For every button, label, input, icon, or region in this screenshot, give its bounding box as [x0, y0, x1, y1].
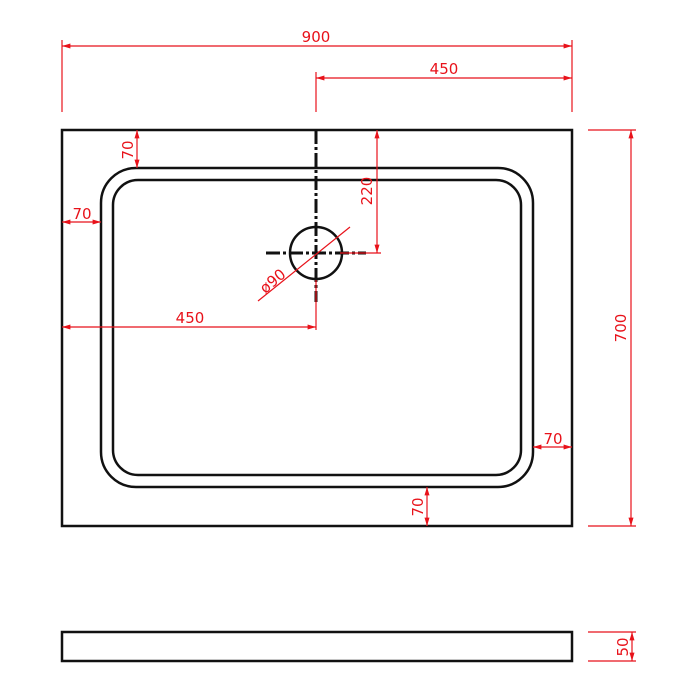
dim-label: 50: [614, 637, 632, 656]
dim-waste-from-left: 450: [62, 280, 317, 330]
dim-rim-top: 70: [119, 130, 140, 168]
dim-overall-length: 700: [588, 129, 636, 527]
dim-rim-right: 70: [533, 430, 572, 450]
dim-waste-offset-top: 450: [315, 60, 572, 112]
dim-label: 450: [430, 60, 459, 78]
dim-height: 50: [588, 631, 636, 662]
dim-label: 450: [176, 309, 205, 327]
dim-waste-diameter: ø90: [256, 226, 351, 302]
dim-rim-bottom: 70: [409, 487, 430, 526]
dim-label: 900: [302, 28, 331, 46]
dim-label: 70: [119, 140, 137, 159]
dim-label: 70: [409, 497, 427, 516]
dim-label: 220: [358, 177, 376, 206]
dim-label: ø90: [256, 265, 289, 297]
dim-label: 70: [543, 430, 562, 448]
tray-side-view: [60, 630, 574, 663]
dim-label: 70: [72, 205, 91, 223]
dim-label: 700: [612, 314, 630, 343]
dim-waste-from-top: 220: [340, 130, 381, 254]
dim-rim-left: 70: [62, 205, 101, 225]
dim-overall-width: 900: [61, 28, 573, 112]
